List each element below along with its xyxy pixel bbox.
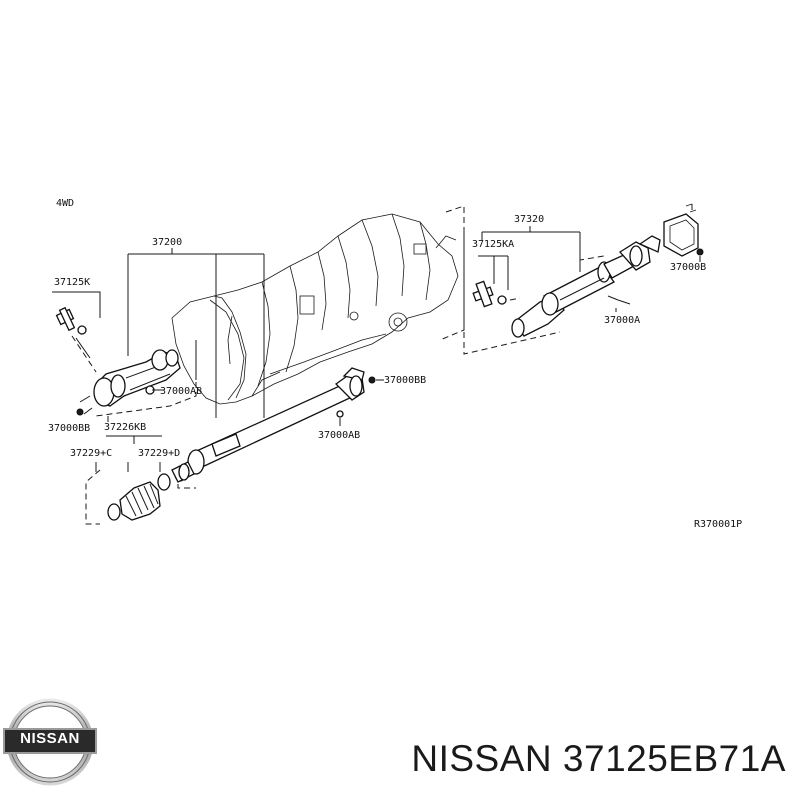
nissan-logo: NISSAN	[2, 694, 98, 790]
bolt-37000AB-mid	[336, 410, 344, 418]
bolt-37000A	[607, 295, 631, 305]
rear-shaft-assembly	[511, 235, 661, 338]
reference-code: R370001P	[694, 519, 742, 530]
bolt-37000BB-mid	[368, 376, 376, 384]
callout-37000B: 37000B	[670, 262, 706, 273]
left-frame-line	[95, 352, 197, 417]
callout-37000BB-left: 37000BB	[48, 423, 90, 434]
boot-frame-left	[85, 469, 101, 525]
part-number-title: NISSAN 37125EB71A	[411, 738, 786, 779]
callout-37000BB-mid: 37000BB	[384, 375, 426, 386]
universal-joint-spider-left	[55, 306, 97, 373]
front-propeller-shaft	[76, 349, 181, 416]
callout-37125K: 37125K	[54, 277, 90, 288]
callout-37320-bracket: 37320	[481, 214, 581, 272]
right-frame-line	[463, 232, 605, 355]
callout-37226KB-leader	[106, 435, 162, 444]
rear-propeller-shaft	[171, 367, 365, 483]
transfer-frame-line	[439, 205, 465, 341]
callout-37200-bracket: 37200	[127, 237, 265, 418]
nissan-logo-text: NISSAN	[20, 730, 80, 747]
callout-37320: 37320	[514, 214, 544, 225]
callout-37000AB-mid: 37000AB	[318, 430, 360, 441]
callout-37125K-leader	[52, 291, 101, 318]
callout-37229C: 37229+C	[70, 448, 112, 459]
transfer-flange	[663, 203, 704, 257]
callout-37226KB: 37226KB	[104, 422, 146, 433]
transmission-housing	[171, 213, 459, 405]
callout-37125KA-leader	[478, 255, 509, 290]
callout-37125KA: 37125KA	[472, 239, 514, 250]
callout-37229D: 37229+D	[138, 448, 180, 459]
variant-label: 4WD	[56, 198, 74, 209]
callout-37229-leaders	[95, 462, 161, 472]
universal-joint-spider-right	[472, 280, 507, 308]
callout-37000A: 37000A	[604, 315, 640, 326]
nissan-logo-emblem	[3, 698, 97, 786]
callout-37000AB-left: 37000AB	[160, 386, 202, 397]
right-spider-leader	[509, 297, 521, 301]
shaft-boot	[107, 466, 186, 521]
callout-37200: 37200	[152, 237, 182, 248]
